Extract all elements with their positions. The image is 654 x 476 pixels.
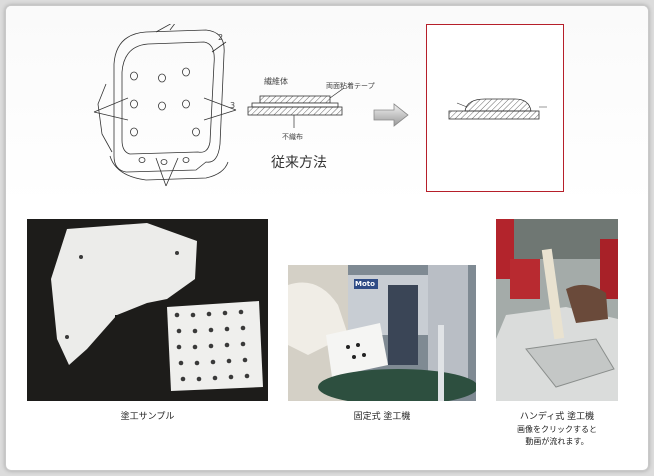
video-note-line2: 動画が流れます。 [525, 437, 589, 446]
cross-section-new [448, 98, 547, 120]
arrow-right-icon [373, 103, 409, 127]
new-method-frame [426, 24, 564, 192]
video-note: 画像をクリックすると 動画が流れます。 [484, 424, 630, 448]
handheld-coater-caption: ハンディ式 塗工機 [519, 412, 595, 422]
content-card: 2 3 繊維体 両面粘着テープ 不織布 従来方法 [5, 5, 649, 471]
drawing-number-3: 3 [230, 101, 236, 110]
drawing-number-2: 2 [218, 33, 224, 42]
fixed-coater-photo[interactable]: Moto [288, 265, 476, 401]
section-label-tape: 両面粘着テープ [326, 82, 375, 90]
video-note-line1: 画像をクリックすると [517, 425, 597, 434]
conventional-method-title: 従来方法 [271, 155, 327, 171]
fixed-coater-caption: 固定式 塗工機 [353, 412, 411, 422]
seat-patent-drawing [93, 24, 237, 187]
coated-sample-photo[interactable] [27, 219, 268, 401]
section-label-bottom: 不織布 [282, 133, 303, 141]
section-label-top: 繊維体 [264, 77, 288, 86]
handheld-coater-video-thumbnail[interactable] [496, 219, 618, 401]
cross-section-conventional [247, 88, 345, 128]
machine-brand-label: Moto [355, 280, 375, 288]
coated-sample-caption: 塗工サンプル [120, 412, 175, 422]
